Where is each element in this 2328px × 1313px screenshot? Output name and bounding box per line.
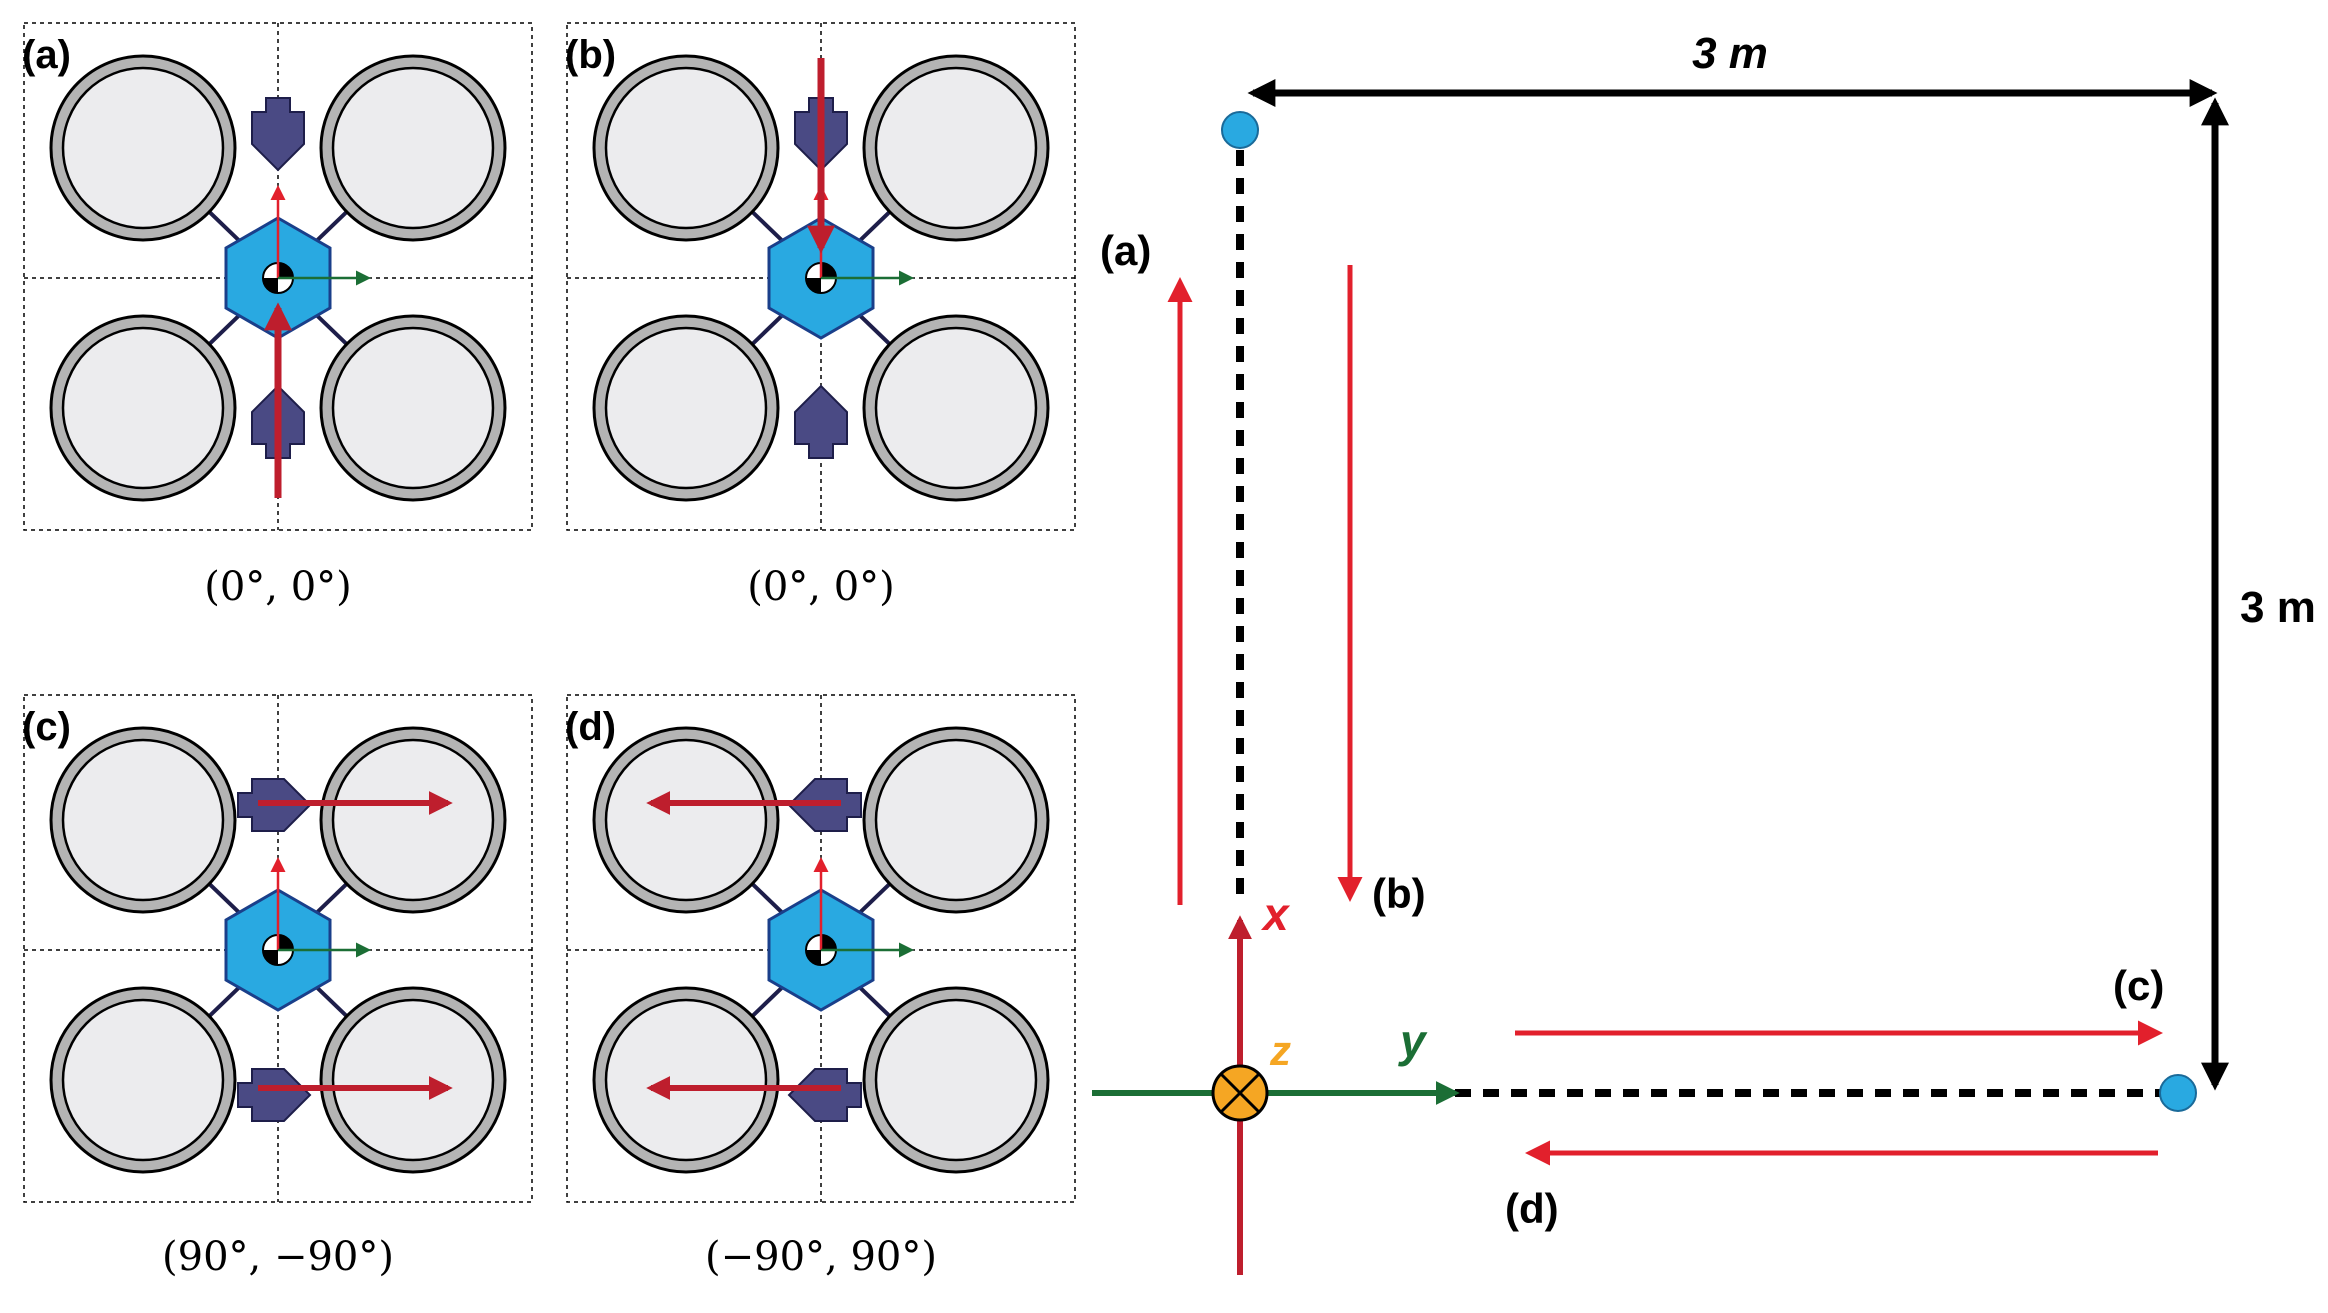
panel-b-frame [566, 22, 1076, 531]
height-dimension-label: 3 m [2240, 583, 2316, 632]
rotor-front-right [319, 54, 507, 242]
motion-label-c: (c) [2113, 962, 2164, 1009]
waypoint-top [1221, 111, 1259, 149]
thruster-rear [237, 1068, 311, 1122]
rotor-front-left [592, 54, 780, 242]
rotor-rear-left [592, 314, 780, 502]
world-y-label: y [1398, 1015, 1428, 1067]
panel-a [23, 22, 533, 531]
rotor-rear-right [319, 986, 507, 1174]
rotor-front-right [862, 726, 1050, 914]
world-z-label: z [1269, 1027, 1291, 1074]
panel-b [566, 22, 1076, 531]
rotor-rear-right [862, 986, 1050, 1174]
motion-label-b: (b) [1372, 870, 1426, 917]
panel-c [23, 694, 533, 1203]
world-x-label: x [1260, 888, 1291, 940]
rotor-rear-left [592, 986, 780, 1174]
waypoint-right [2159, 1074, 2197, 1112]
width-dimension-label: 3 m [1692, 29, 1768, 78]
panel-d-caption: (−90°, 90°) [705, 1234, 937, 1280]
panel-c-frame [23, 694, 533, 1203]
rotor-rear-left [49, 986, 237, 1174]
panel-d-frame [566, 694, 1076, 1203]
origin-marker [1211, 1064, 1269, 1122]
panel-a-frame [23, 22, 533, 531]
panel-a-label: (a) [22, 33, 71, 77]
panel-b-caption: (0°, 0°) [747, 564, 895, 610]
rotor-rear-right [319, 314, 507, 502]
thruster-front [251, 97, 305, 171]
panel-d [566, 694, 1076, 1203]
motion-label-d: (d) [1505, 1185, 1559, 1232]
rotor-front-left [49, 726, 237, 914]
rotor-front-left [49, 54, 237, 242]
motion-label-a: (a) [1100, 227, 1151, 274]
rotor-rear-left [49, 314, 237, 502]
rotor-rear-right [862, 314, 1050, 502]
thruster-rear [788, 1068, 862, 1122]
thruster-rear [794, 385, 848, 459]
panel-a-caption: (0°, 0°) [204, 564, 352, 610]
panel-b-label: (b) [565, 33, 616, 77]
rotor-front-right [319, 726, 507, 914]
panel-c-label: (c) [22, 705, 71, 749]
panel-d-label: (d) [565, 705, 616, 749]
rotor-front-right [862, 54, 1050, 242]
panel-c-caption: (90°, −90°) [162, 1234, 394, 1280]
rotor-front-left [592, 726, 780, 914]
